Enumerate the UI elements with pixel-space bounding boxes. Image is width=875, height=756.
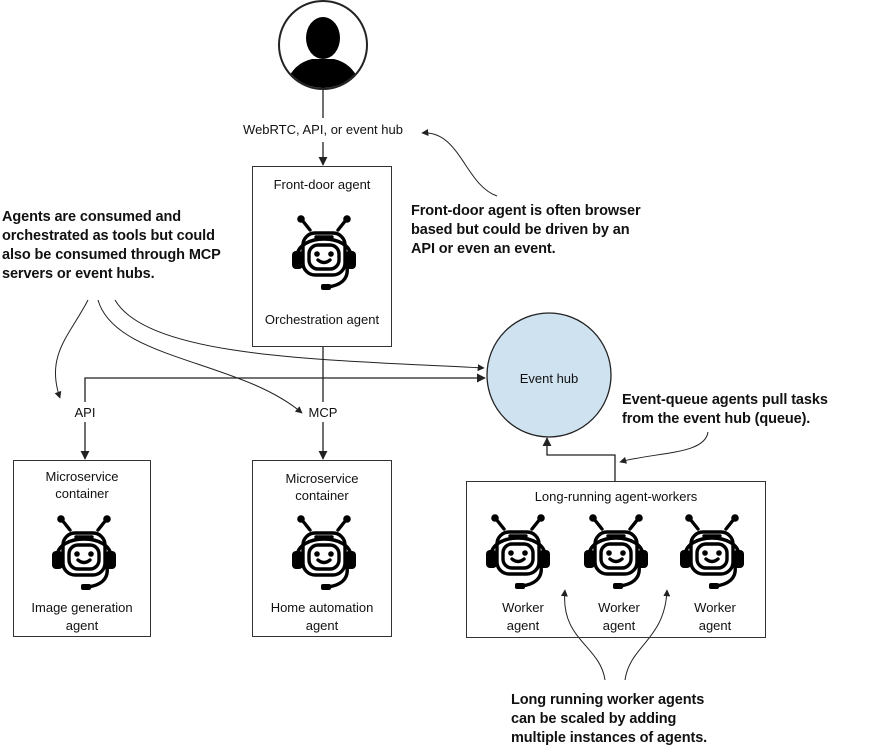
scaling-note-line: Long running worker agents xyxy=(511,692,705,708)
scaling-note-line: multiple instances of agents. xyxy=(511,730,708,746)
user-avatar-icon xyxy=(278,0,368,90)
event-queue-note: Event-queue agents pull tasks from the e… xyxy=(622,391,828,429)
tools-note-line: also be consumed through MCP xyxy=(2,247,221,263)
scaling-note-line: can be scaled by adding xyxy=(511,711,677,727)
scaling-note-to-left-arrow xyxy=(560,589,606,681)
image-generation-container-box: Microservice container Image generation … xyxy=(13,460,151,637)
container-title-line1: Microservice xyxy=(285,471,359,486)
tools-note-to-eventhub-arrow xyxy=(114,299,485,372)
front-door-agent-box: Front-door agent Orchestration agent xyxy=(252,166,392,347)
tools-note: Agents are consumed and orchestrated as … xyxy=(2,208,221,284)
orchestration-agent-label: Orchestration agent xyxy=(264,312,380,327)
worker-agent-label-3: Worker xyxy=(694,600,736,615)
robot-headset-icon xyxy=(675,512,749,599)
api-label: API xyxy=(74,405,96,420)
container-title-line2: container xyxy=(295,488,349,503)
image-generation-agent-line2: agent xyxy=(65,618,99,633)
front-door-note-line: Front-door agent is often browser xyxy=(411,203,641,219)
robot-headset-icon xyxy=(287,213,361,300)
container-title-line1: Microservice xyxy=(45,469,119,484)
robot-headset-icon xyxy=(579,512,653,599)
tools-note-to-mcp-arrow xyxy=(97,299,303,414)
home-automation-agent-line2: agent xyxy=(305,618,339,633)
eventqueue-note-arrow xyxy=(619,431,709,464)
workers-to-eventhub-arrow xyxy=(542,437,616,481)
event-hub-label: Event hub xyxy=(519,371,579,386)
front-door-note: Front-door agent is often browser based … xyxy=(411,202,641,259)
event-queue-note-line: Event-queue agents pull tasks xyxy=(622,392,828,408)
tools-note-line: Agents are consumed and xyxy=(2,209,181,225)
front-door-agent-title: Front-door agent xyxy=(273,177,371,192)
scaling-note: Long running worker agents can be scaled… xyxy=(511,691,707,748)
tools-note-to-api-arrow xyxy=(54,299,89,399)
home-automation-agent-line1: Home automation xyxy=(270,600,374,615)
robot-headset-icon xyxy=(481,512,555,599)
worker-agent-label-2b: agent xyxy=(602,618,636,633)
worker-agent-label-3b: agent xyxy=(698,618,732,633)
long-running-workers-box: Long-running agent-workers xyxy=(466,481,766,638)
worker-agent-label-1: Worker xyxy=(502,600,544,615)
front-door-note-line: API or even an event. xyxy=(411,241,556,257)
worker-agent-label-1b: agent xyxy=(506,618,540,633)
container-title-line2: container xyxy=(55,486,109,501)
front-door-note-line: based but could be driven by an xyxy=(411,222,630,238)
api-to-eventhub-arrow xyxy=(84,373,486,402)
frontdoor-note-arrow xyxy=(421,129,498,197)
worker-agent-label-2: Worker xyxy=(598,600,640,615)
workers-box-title: Long-running agent-workers xyxy=(534,489,698,504)
tools-note-line: orchestrated as tools but could xyxy=(2,228,215,244)
connection-protocols-label: WebRTC, API, or event hub xyxy=(243,122,403,137)
tools-note-line: servers or event hubs. xyxy=(2,266,155,282)
event-hub-circle xyxy=(486,312,612,438)
home-automation-container-box: Microservice container Home automation a… xyxy=(252,460,392,637)
robot-headset-icon xyxy=(287,513,361,600)
image-generation-agent-line1: Image generation xyxy=(31,600,133,615)
event-queue-note-line: from the event hub (queue). xyxy=(622,411,811,427)
mcp-label: MCP xyxy=(308,405,338,420)
scaling-note-to-right-arrow xyxy=(624,589,671,681)
robot-headset-icon xyxy=(47,513,121,600)
